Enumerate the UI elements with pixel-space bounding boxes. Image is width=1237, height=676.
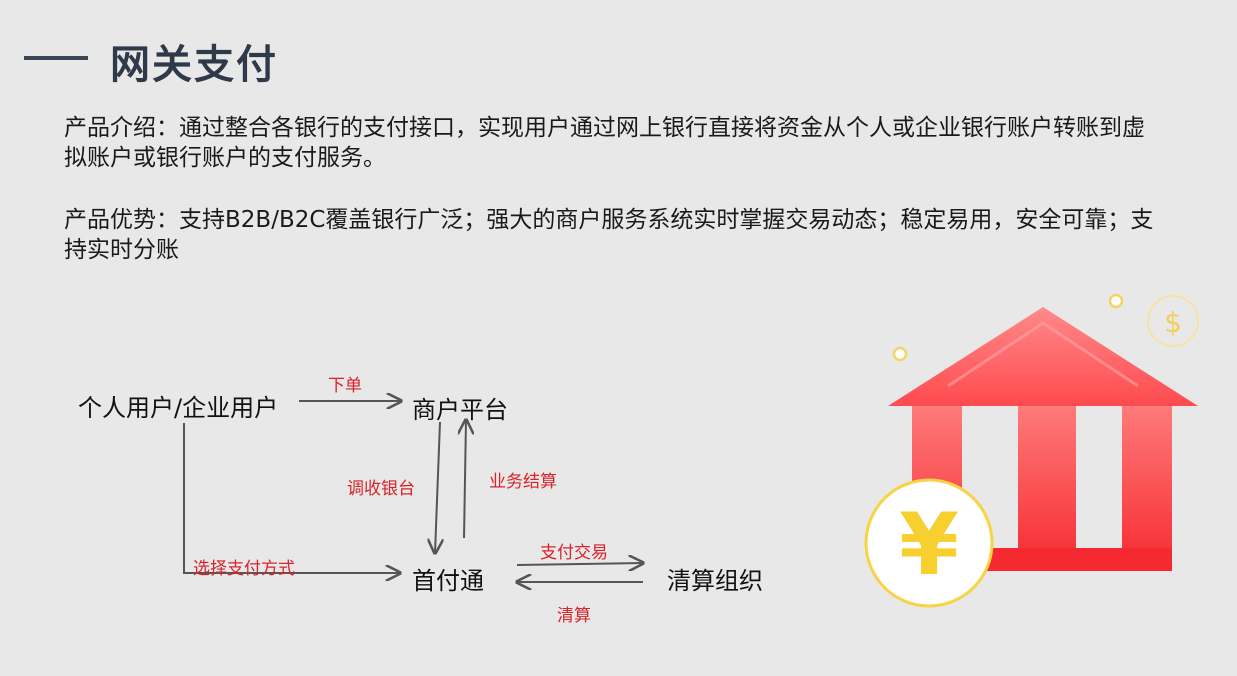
coin-icon [864, 478, 994, 608]
edge-label-choose-payment: 选择支付方式 [193, 559, 295, 579]
yuan-symbol: ¥ [899, 495, 959, 595]
arrow-choose-payment [183, 423, 400, 573]
arrow-cashier [435, 421, 440, 553]
edge-label-settlement: 业务结算 [489, 472, 557, 492]
arrow-settlement [464, 420, 466, 539]
sparkle-dot-icon [1108, 293, 1124, 309]
sparkle-dot-icon [892, 346, 908, 362]
edge-label-cashier: 调收银台 [347, 479, 415, 499]
title-decoration-bar [24, 56, 88, 60]
page-title: 网关支付 [110, 42, 278, 88]
node-clearing: 清算组织 [667, 567, 763, 595]
edge-label-order: 下单 [328, 376, 362, 396]
dollar-coin-icon [1147, 295, 1199, 347]
dollar-symbol: $ [1164, 306, 1182, 339]
product-advantages: 产品优势：支持B2B/B2C覆盖银行广泛；强大的商户服务系统实时掌握交易动态；稳… [64, 207, 1154, 263]
product-intro: 产品介绍：通过整合各银行的支付接口，实现用户通过网上银行直接将资金从个人或企业银… [64, 115, 1145, 171]
node-shoufutong: 首付通 [412, 567, 484, 595]
edge-label-pay-trade: 支付交易 [540, 543, 608, 563]
edge-label-clear: 清算 [557, 606, 591, 626]
arrow-pay-trade [516, 563, 643, 565]
node-user: 个人用户/企业用户 [78, 394, 279, 422]
node-merchant: 商户平台 [412, 396, 508, 424]
